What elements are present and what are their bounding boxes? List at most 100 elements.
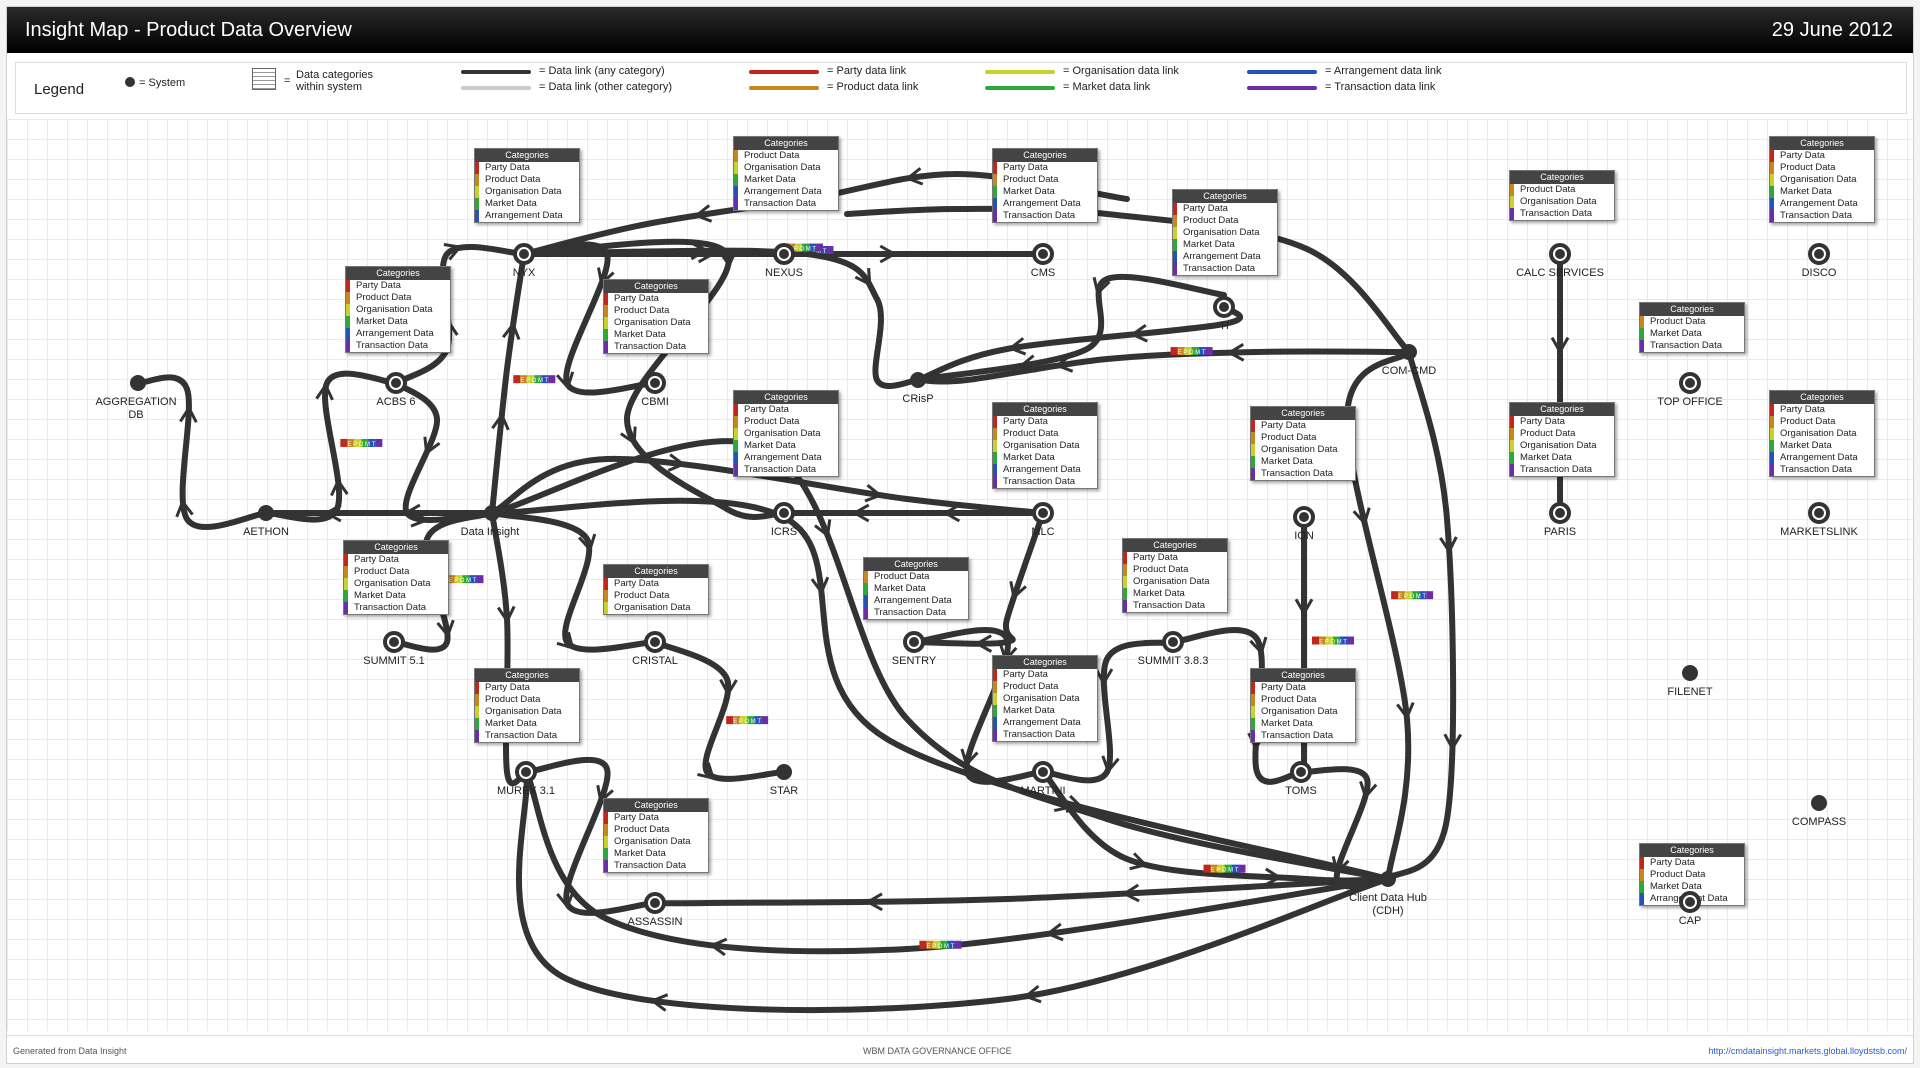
- data-link-comcmd-cdh[interactable]: [1343, 349, 1412, 882]
- category-item: Organisation Data: [993, 693, 1097, 705]
- system-dot-icon[interactable]: [1401, 344, 1417, 360]
- system-node-ion[interactable]: ION: [1293, 506, 1315, 542]
- data-link-acbs-datainsight[interactable]: [393, 380, 495, 523]
- system-node-sentry[interactable]: SENTRY: [892, 631, 937, 667]
- system-node-ti[interactable]: TI: [1213, 296, 1235, 332]
- link-arrow-icon: [865, 892, 883, 912]
- system-node-disco[interactable]: DISCO: [1802, 243, 1837, 279]
- data-link-datainsight-cdh[interactable]: [489, 438, 1391, 882]
- system-node-cdh[interactable]: Client Data Hub(CDH): [1349, 871, 1427, 917]
- data-link-comcmd-cdh[interactable]: [1385, 349, 1457, 882]
- data-link-ti-crisp[interactable]: [915, 304, 1244, 383]
- system-node-mlc[interactable]: MLC: [1031, 502, 1055, 538]
- data-link-ti-crisp[interactable]: [915, 273, 1227, 383]
- system-node-compass[interactable]: COMPASS: [1792, 795, 1846, 828]
- data-link-cdh-murex[interactable]: [523, 769, 1391, 955]
- system-node-datainsight[interactable]: Data Insight: [461, 505, 520, 538]
- system-node-comcmd[interactable]: COM-CMD: [1382, 344, 1436, 377]
- system-node-nyx[interactable]: NYX: [513, 243, 536, 279]
- data-link-nyx-cbmi[interactable]: [521, 241, 658, 396]
- data-link-comcmd-nexus[interactable]: [844, 205, 1412, 355]
- system-node-summit383[interactable]: SUMMIT 3.8.3: [1138, 631, 1209, 667]
- system-node-paris[interactable]: PARIS: [1544, 502, 1576, 538]
- data-link-cdh-murex[interactable]: [515, 769, 1391, 1014]
- system-dot-icon[interactable]: [258, 505, 274, 521]
- system-node-murex[interactable]: MUREX 3.1: [497, 761, 555, 797]
- system-dot-core: [1555, 249, 1565, 259]
- category-item: Market Data: [604, 848, 708, 860]
- system-dot-icon[interactable]: [1811, 795, 1827, 811]
- system-node-summit51[interactable]: SUMMIT 5.1: [363, 631, 425, 667]
- category-item: Product Data: [864, 571, 968, 583]
- system-node-cms[interactable]: CMS: [1031, 243, 1055, 279]
- data-link-sentry-martini[interactable]: [911, 627, 1046, 785]
- data-link-aethon-acbs[interactable]: [263, 370, 399, 523]
- system-node-calc[interactable]: CALC SERVICES: [1516, 243, 1604, 279]
- legend-line-arrangement: [1247, 70, 1317, 74]
- system-node-martini[interactable]: MARTINI: [1020, 761, 1066, 797]
- data-link-summit383-martini[interactable]: [1040, 639, 1176, 784]
- system-node-assassin[interactable]: ASSASSIN: [627, 892, 683, 928]
- data-link-martini-cdh[interactable]: [1040, 769, 1391, 884]
- system-dot-icon[interactable]: [1682, 665, 1698, 681]
- system-node-filenet[interactable]: FILENET: [1667, 665, 1713, 698]
- system-node-topoffice[interactable]: TOP OFFICE: [1657, 372, 1723, 408]
- system-dot-icon[interactable]: [1380, 871, 1396, 887]
- system-dot-icon[interactable]: [484, 505, 500, 521]
- system-node-acbs[interactable]: ACBS 6: [376, 372, 416, 408]
- system-node-cristal[interactable]: CRISTAL: [632, 631, 678, 667]
- data-link-datainsight-nyx[interactable]: [489, 251, 527, 516]
- system-label: TI: [1219, 320, 1229, 332]
- system-node-marketslink[interactable]: MARKETSLINK: [1780, 502, 1858, 538]
- system-node-cap[interactable]: CAP: [1679, 891, 1702, 927]
- system-node-star[interactable]: STAR: [770, 764, 799, 797]
- system-node-icrs[interactable]: ICRS: [771, 502, 797, 538]
- data-link-aethon-aggregation[interactable]: [135, 374, 269, 530]
- data-link-murex-assassin[interactable]: [523, 757, 658, 916]
- data-link-cristal-star[interactable]: [652, 639, 787, 782]
- system-dot-icon[interactable]: [130, 375, 146, 391]
- data-link-datainsight-cdh[interactable]: [489, 497, 1391, 882]
- system-node-cbmi[interactable]: CBMI: [641, 372, 669, 408]
- footer-url[interactable]: http://cmdatainsight.markets.global.lloy…: [1708, 1046, 1907, 1056]
- legend-system: = System: [139, 77, 186, 89]
- system-node-aethon[interactable]: AETHON: [243, 505, 289, 538]
- category-item: Product Data: [993, 428, 1097, 440]
- data-link-cdh-assassin[interactable]: [652, 876, 1391, 907]
- system-node-nexus[interactable]: NEXUS: [765, 243, 803, 279]
- data-link-nyx-icrs[interactable]: [521, 238, 787, 520]
- data-link-datainsight-cristal[interactable]: [489, 510, 658, 653]
- data-link-comcmd-crisp[interactable]: [915, 348, 1412, 385]
- system-node-toms[interactable]: TOMS: [1285, 761, 1317, 797]
- system-node-crisp[interactable]: CRisP: [902, 372, 934, 405]
- category-item: Transaction Data: [734, 198, 838, 210]
- system-dot-icon[interactable]: [776, 764, 792, 780]
- data-link-mlc-sentry[interactable]: [911, 510, 1046, 647]
- data-link-nyx-crisp[interactable]: [521, 247, 921, 389]
- system-dot-icon[interactable]: [910, 372, 926, 388]
